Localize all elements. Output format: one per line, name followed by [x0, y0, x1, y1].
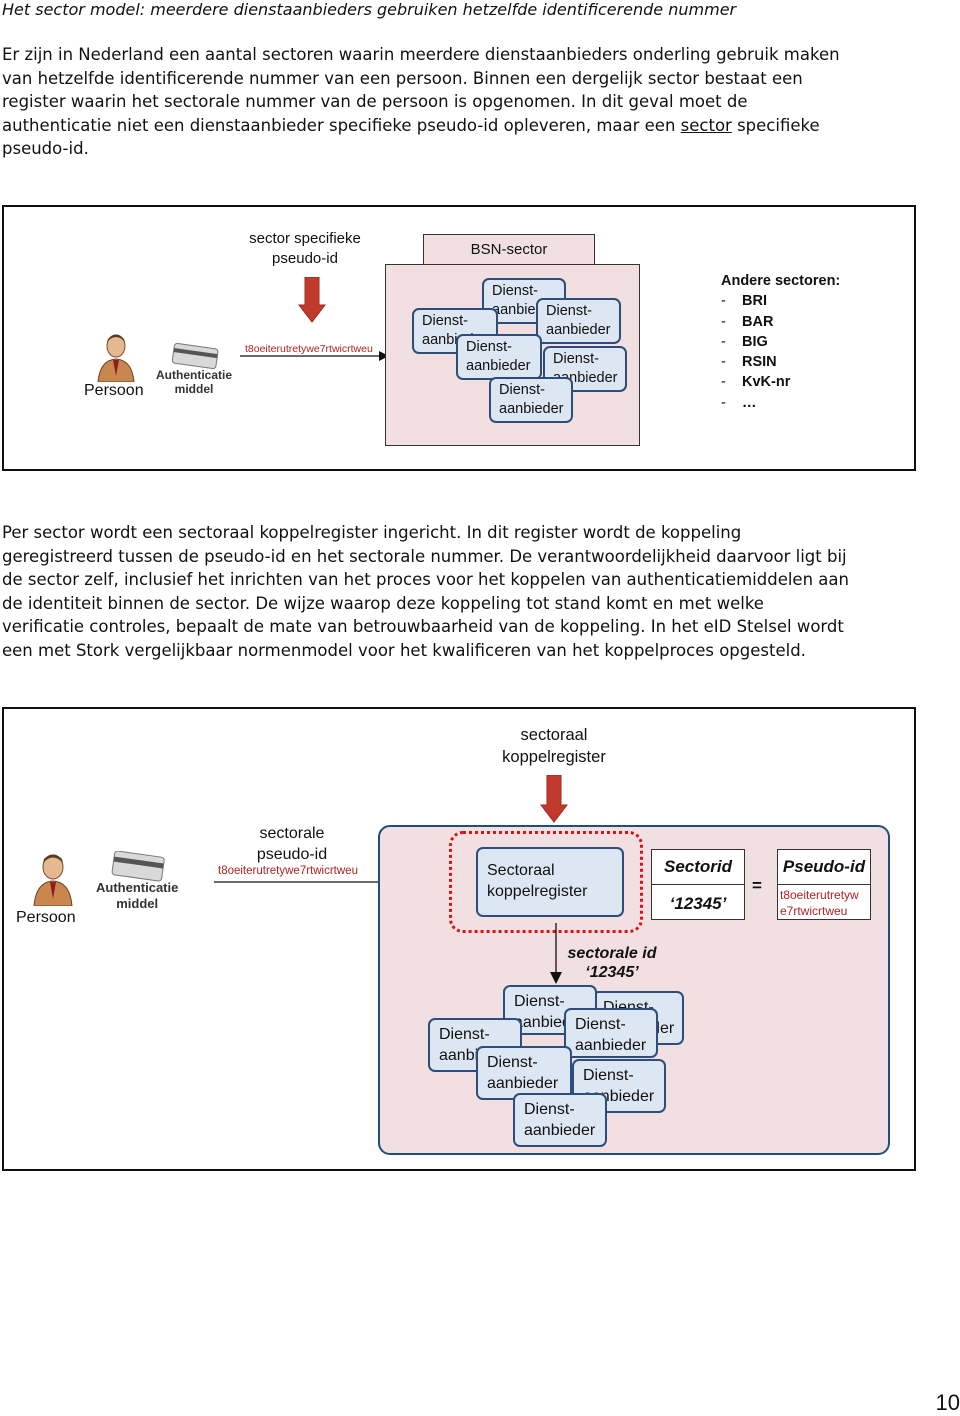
provider-box: Dienst-aanbieder — [513, 1093, 607, 1147]
paragraph-line: register waarin het sectorale nummer van… — [2, 92, 748, 112]
sectorale-id-label: sectorale id‘12345’ — [567, 945, 657, 981]
provider-box: Dienst-aanbieder — [564, 1008, 658, 1058]
paragraph-line: geregistreerd tussen de pseudo-id en het… — [2, 546, 847, 566]
paragraph-line: Per sector wordt een sectoraal koppelreg… — [2, 523, 742, 542]
paragraph-line: een met Stork vergelijkbaar normenmodel … — [2, 640, 806, 660]
person-label: Persoon — [16, 909, 76, 926]
paragraph-line: authenticatie niet een dienstaanbieder s… — [2, 115, 820, 135]
pseudoid-header: Pseudo-id — [777, 849, 871, 885]
arrow-down-icon — [550, 923, 562, 984]
person-label: Persoon — [84, 382, 144, 399]
bsn-sector-tab: BSN-sector — [423, 234, 595, 266]
provider-box: Dienst-aanbieder — [489, 377, 573, 423]
register-highlight — [449, 831, 643, 933]
provider-box: Dienst-aanbieder — [536, 298, 621, 344]
pseudo-id-text: t8oeiterutretywe7rtwicrtweu — [218, 865, 358, 877]
arrow-right-icon — [240, 351, 389, 361]
page-number: 10 — [935, 1390, 960, 1415]
section-heading: Het sector model: meerdere dienstaanbied… — [2, 0, 737, 19]
equals-sign: = — [752, 876, 762, 895]
paragraph-line: van hetzelfde identificerende nummer van… — [2, 68, 803, 88]
list-item: -BRI — [721, 293, 767, 310]
underlined-sector: sector — [680, 115, 732, 135]
list-item: -BIG — [721, 333, 768, 350]
list-item: -… — [721, 394, 757, 411]
list-item: -RSIN — [721, 354, 777, 371]
sectorid-header: Sectorid — [651, 849, 745, 885]
paragraph-line: pseudo-id. — [2, 139, 89, 159]
pseudo-id-text: t8oeiterutretywe7rtwicrtweu — [245, 343, 373, 355]
paragraph-line: verificatie controles, bepaalt de mate v… — [2, 617, 844, 637]
provider-box: Dienst-aanbieder — [456, 334, 542, 380]
paragraph-line: de identiteit binnen de sector. De wijze… — [2, 593, 764, 613]
other-sectors-list: Andere sectoren: -BRI -BAR -BIG -RSIN -K… — [721, 271, 840, 413]
paragraph-line: Er zijn in Nederland een aantal sectoren… — [2, 45, 840, 64]
card-icon — [171, 343, 219, 370]
person-icon — [97, 334, 135, 382]
card-icon — [111, 851, 165, 882]
list-item: -KvK-nr — [721, 374, 791, 391]
red-down-arrow-icon — [298, 277, 326, 323]
other-sectors-title: Andere sectoren: — [721, 273, 841, 289]
provider-box: Dienst-aanbieder — [476, 1046, 572, 1100]
list-item: -BAR — [721, 313, 774, 330]
intro-paragraph: Er zijn in Nederland een aantal sectoren… — [2, 43, 932, 161]
paragraph-line: de sector zelf, inclusief het inrichten … — [2, 570, 849, 590]
person-icon — [33, 854, 73, 906]
red-down-arrow-icon — [540, 775, 568, 823]
register-paragraph: Per sector wordt een sectoraal koppelreg… — [2, 521, 932, 663]
sectorid-value: ‘12345’ — [651, 884, 745, 920]
